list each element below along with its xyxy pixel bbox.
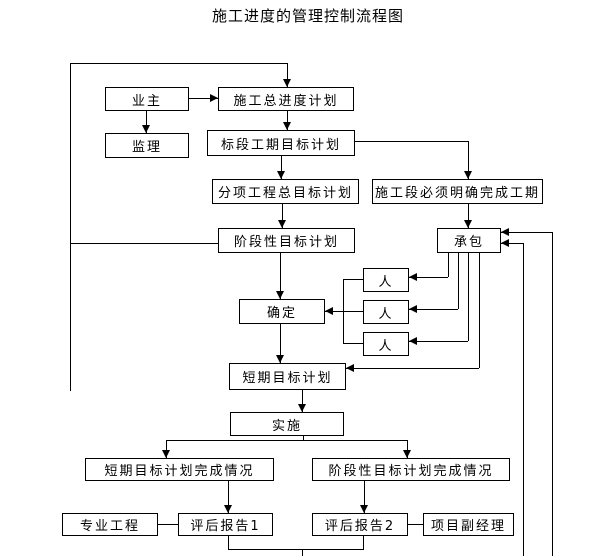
arrowhead-left-icon (409, 305, 417, 313)
connector-line (70, 243, 219, 244)
connector-line (287, 111, 288, 130)
arrowhead-down-icon (464, 220, 472, 228)
arrowhead-down-icon (276, 355, 284, 363)
connector-line (228, 481, 229, 513)
connector-line (468, 204, 469, 228)
node-implement: 实施 (230, 412, 344, 436)
connector-line (166, 440, 167, 458)
connector-line (228, 536, 229, 549)
node-professional-work: 专业工程 (62, 513, 158, 536)
arrowhead-down-icon (283, 79, 291, 87)
node-overall-plan: 施工总进度计划 (218, 87, 354, 111)
connector-line (409, 309, 458, 310)
connector-line (343, 343, 363, 344)
node-person-2: 人 (363, 300, 409, 324)
arrowhead-down-icon (298, 404, 306, 412)
arrowhead-left-icon (501, 239, 509, 247)
connector-line (146, 111, 147, 133)
connector-line (287, 63, 288, 87)
connector-line (303, 436, 304, 441)
connector-line (468, 141, 469, 179)
connector-line (448, 253, 449, 277)
arrowhead-down-icon (276, 291, 284, 299)
arrowhead-down-icon (142, 125, 150, 133)
node-section-completion: 施工段必须明确完成工期 (372, 179, 543, 204)
connector-line (346, 368, 479, 369)
connector-line (408, 524, 423, 525)
node-person-3: 人 (363, 332, 409, 356)
connector-line (364, 481, 365, 513)
connector-line (501, 232, 552, 233)
connector-line (409, 277, 448, 278)
arrowhead-right-icon (210, 94, 218, 102)
connector-line (458, 253, 459, 309)
connector-line (70, 243, 71, 391)
connector-line (468, 253, 469, 341)
connector-line (282, 204, 283, 228)
arrowhead-down-icon (283, 122, 291, 130)
node-determine: 确定 (239, 299, 325, 324)
node-report-1: 评后报告1 (178, 513, 273, 536)
arrowhead-left-icon (325, 307, 333, 315)
connector-line (228, 549, 364, 550)
connector-line (280, 253, 281, 299)
arrowhead-left-icon (409, 337, 417, 345)
node-report-2: 评后报告2 (312, 513, 408, 536)
node-contractor: 承包 (437, 228, 501, 253)
node-phased-plan: 阶段性目标计划 (218, 228, 355, 253)
node-deputy-manager: 项目副经理 (423, 513, 514, 536)
connector-line (281, 156, 282, 179)
arrowhead-down-icon (278, 220, 286, 228)
arrowhead-down-icon (162, 450, 170, 458)
connector-line (479, 253, 480, 368)
connector-line (189, 98, 218, 99)
arrowhead-left-icon (346, 364, 354, 372)
arrowhead-down-icon (277, 171, 285, 179)
connector-line (302, 390, 303, 412)
connector-line (523, 243, 524, 556)
connector-line (70, 63, 288, 64)
node-section-duration: 标段工期目标计划 (207, 130, 355, 156)
node-short-term-status: 短期目标计划完成情况 (85, 458, 274, 481)
arrowhead-left-icon (409, 273, 417, 281)
node-phased-status: 阶段性目标计划完成情况 (312, 458, 510, 481)
connector-line (158, 524, 178, 525)
connector-line (407, 440, 408, 458)
arrowhead-down-icon (464, 171, 472, 179)
connector-line (501, 243, 523, 244)
connector-line (552, 232, 553, 556)
node-subproject-plan: 分项工程总目标计划 (212, 179, 359, 204)
node-supervisor: 监理 (105, 133, 189, 158)
node-owner: 业主 (105, 87, 189, 111)
connector-line (409, 341, 468, 342)
arrowhead-down-icon (224, 505, 232, 513)
connector-line (355, 141, 468, 142)
arrowhead-down-icon (360, 505, 368, 513)
arrowhead-down-icon (403, 450, 411, 458)
connector-line (280, 324, 281, 363)
connector-line (363, 536, 364, 549)
connector-line (166, 440, 408, 441)
arrowhead-left-icon (501, 228, 509, 236)
page-title: 施工进度的管理控制流程图 (211, 7, 404, 25)
connector-line (302, 549, 303, 556)
connector-line (325, 311, 363, 312)
connector-line (343, 279, 363, 280)
node-person-1: 人 (363, 268, 409, 292)
connector-line (70, 63, 71, 244)
node-short-term-plan: 短期目标计划 (229, 363, 346, 390)
